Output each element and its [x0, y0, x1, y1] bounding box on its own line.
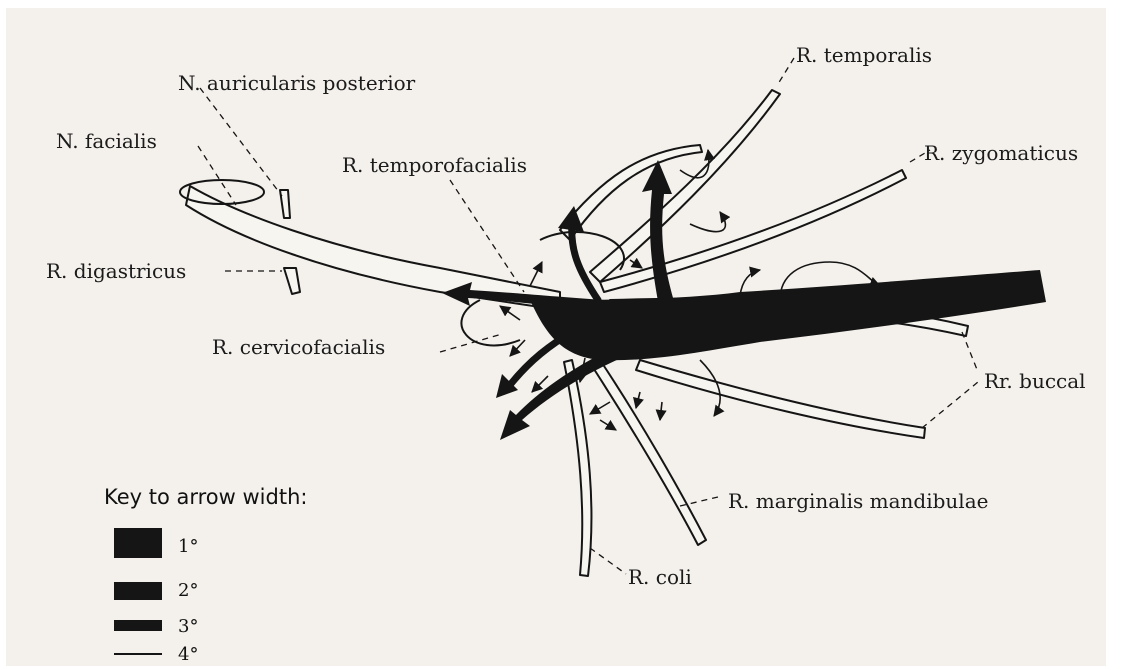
label-r-coli: R. coli	[628, 565, 692, 589]
auricularis-posterior-stub	[280, 190, 290, 218]
label-r-digastricus: R. digastricus	[46, 259, 186, 283]
branch-loop-1	[461, 300, 520, 345]
arrow-width-key: Key to arrow width: 1° 2° 3° 4°	[104, 485, 307, 665]
key-label-2: 2°	[178, 580, 198, 601]
branch-buccal-lower	[636, 360, 925, 438]
key-swatch-1	[114, 528, 162, 558]
arrow-4-n	[600, 420, 616, 430]
leader-cervicofacialis	[440, 334, 502, 352]
key-label-3: 3°	[178, 616, 198, 637]
arrow-4-f	[630, 260, 642, 268]
arrow-4-m	[660, 402, 662, 420]
branch-coli	[564, 360, 591, 576]
leader-temporalis	[778, 58, 794, 84]
arrow-4-o	[590, 402, 610, 414]
key-swatch-2	[114, 582, 162, 600]
branch-marginalis	[592, 360, 706, 545]
label-r-temporalis: R. temporalis	[796, 43, 932, 67]
label-r-cervicofacialis: R. cervicofacialis	[212, 335, 385, 359]
arrow-4-g	[690, 212, 725, 232]
arrow-4-b	[500, 306, 520, 320]
key-label-4: 4°	[178, 644, 198, 665]
key-swatch-3	[114, 620, 162, 631]
label-r-marginalis-mandibulae: R. marginalis mandibulae	[728, 489, 988, 513]
arrow-4-l	[636, 392, 640, 408]
leader-buccal-lower	[922, 382, 978, 428]
label-rr-buccal: Rr. buccal	[984, 369, 1086, 393]
arrow-4-a	[530, 262, 542, 286]
label-r-zygomaticus: R. zygomaticus	[924, 141, 1078, 165]
key-swatch-4	[114, 653, 162, 655]
label-n-facialis: N. facialis	[56, 129, 157, 153]
leader-coli	[590, 548, 626, 574]
key-label-1: 1°	[178, 536, 198, 557]
label-n-auricularis-posterior: N. auricularis posterior	[178, 71, 416, 95]
label-r-temporofacialis: R. temporofacialis	[342, 153, 527, 177]
leader-buccal-upper	[962, 332, 978, 372]
key-title: Key to arrow width:	[104, 485, 307, 509]
digastric-stub	[284, 268, 300, 294]
nerve-trunk	[186, 186, 560, 310]
